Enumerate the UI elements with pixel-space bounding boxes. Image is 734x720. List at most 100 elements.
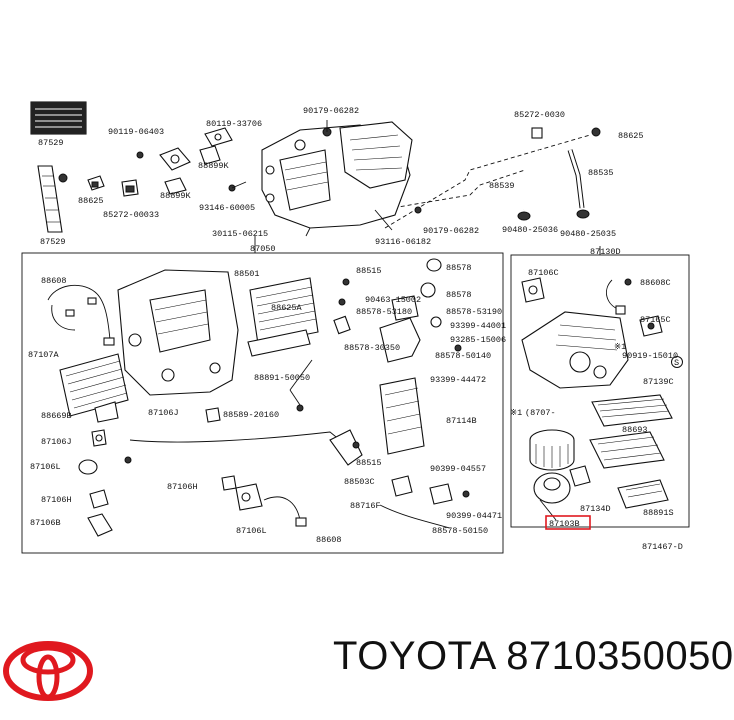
left-group-frame (21, 252, 504, 554)
part-label: 88589-20160 (223, 410, 279, 420)
clip-88625 (87, 175, 105, 191)
part-label: 88899K (160, 191, 192, 201)
part-label: 93116-06182 (375, 237, 431, 247)
part-label: 93399-44472 (430, 375, 486, 385)
star-marker: ※1 (614, 342, 626, 352)
part-label: 90480-25035 (560, 229, 616, 239)
dashed-leader (379, 169, 526, 211)
part-label: 88539 (489, 181, 515, 191)
s-circle-marker: S (671, 356, 683, 368)
part-label: 87114B (446, 416, 477, 426)
part-label: 88891-50050 (254, 373, 310, 383)
part-label: 88891S (643, 508, 674, 518)
label-strip-87529 (37, 165, 68, 233)
part-label: 87107A (28, 350, 60, 360)
part-label: 87106L (30, 462, 61, 472)
valve-parts-88578 (333, 258, 462, 363)
small-parts-87106 (78, 429, 132, 537)
part-label: 88578-50140 (435, 351, 491, 361)
bracket-88899K (136, 127, 247, 195)
part-label: 93399-44001 (450, 321, 506, 331)
filter-87139C (591, 394, 673, 427)
resistor-87134D (569, 465, 591, 487)
part-label: 90399-04557 (430, 464, 486, 474)
drain-hose-88539 (517, 127, 543, 221)
part-label: 87529 (38, 138, 64, 148)
part-label: 88578 (446, 290, 472, 300)
dashed-leader (384, 134, 591, 229)
part-label: 90480-25036 (502, 225, 558, 235)
clip-85272 (121, 179, 139, 197)
part-label: 88535 (588, 168, 614, 178)
wire-harness-88608 (47, 284, 115, 346)
part-label: 87106J (148, 408, 179, 418)
blower-case (521, 311, 629, 389)
part-label: 88669B (41, 411, 72, 421)
star-marker: ※1 (510, 408, 522, 418)
part-label: 87106H (167, 482, 198, 492)
harness-88608C (605, 278, 632, 315)
harness-88716F (379, 475, 470, 529)
heater-case-assembly (261, 120, 422, 237)
thermistor-88625A (289, 359, 313, 412)
part-label: 88501 (234, 269, 260, 279)
part-label: 87139C (643, 377, 674, 387)
pipe-88515 (129, 429, 363, 466)
actuator-87165C (639, 315, 663, 337)
part-label: 87106B (30, 518, 61, 528)
part-label: 88716F (350, 501, 381, 511)
part-label: (8707- (525, 408, 556, 418)
highlighted-part-label: 87103B (549, 519, 580, 529)
part-label: 87130D (590, 247, 621, 257)
highlight-box (545, 515, 591, 530)
part-label: 88608C (640, 278, 671, 288)
part-label: 88578-53180 (356, 307, 412, 317)
part-label: 88578 (446, 263, 472, 273)
blower-motor-87103B (529, 429, 575, 521)
part-number: 8710350050 (506, 634, 734, 678)
heater-core-87107A (59, 353, 129, 417)
servo-87106 (205, 407, 307, 527)
part-label: 90119-06403 (108, 127, 164, 137)
part-label: 90399-04471 (446, 511, 502, 521)
part-label: 88608 (316, 535, 342, 545)
part-label: 88625 (78, 196, 104, 206)
toyota-logo (3, 641, 93, 701)
part-label: 90179-06282 (423, 226, 479, 236)
diagram-ref-label: 871467-D (642, 542, 683, 552)
part-label: 87106C (528, 268, 559, 278)
drain-hose-88535 (567, 127, 601, 219)
part-label: 93146-60005 (199, 203, 255, 213)
brand-part-number: TOYOTA 8710350050 (333, 634, 734, 679)
filter-88893 (589, 431, 665, 469)
connector-87106C (521, 277, 545, 303)
part-label: 88625A (271, 303, 303, 313)
label-sticker-87529 (30, 101, 87, 135)
part-label: 87134D (580, 504, 611, 514)
part-label: 90179-06282 (303, 106, 359, 116)
s-marker-text: S (674, 358, 679, 368)
part-label: 90463-15002 (365, 295, 421, 305)
part-label: 88515 (356, 266, 382, 276)
part-label: 87106H (41, 495, 72, 505)
part-label: 88578-50150 (432, 526, 488, 536)
part-label: 88578-30350 (344, 343, 400, 353)
part-label: 85272-00033 (103, 210, 159, 220)
part-label: 88578-53190 (446, 307, 502, 317)
part-label: 88899K (198, 161, 230, 171)
evaporator-case-left (117, 269, 239, 396)
part-label: 88503C (344, 477, 375, 487)
brand-name: TOYOTA (333, 634, 495, 678)
part-label: 87050 (250, 244, 276, 254)
part-label: 88608 (41, 276, 67, 286)
part-label: 88693 (622, 425, 648, 435)
part-label: 87106L (236, 526, 267, 536)
part-label: 88515 (356, 458, 382, 468)
part-label: 87529 (40, 237, 66, 247)
evaporator-88501 (247, 277, 319, 357)
part-label: 88625 (618, 131, 644, 141)
part-label: 30115-06215 (212, 229, 268, 239)
part-label: 80119-33706 (206, 119, 262, 129)
part-label: 87106J (41, 437, 72, 447)
